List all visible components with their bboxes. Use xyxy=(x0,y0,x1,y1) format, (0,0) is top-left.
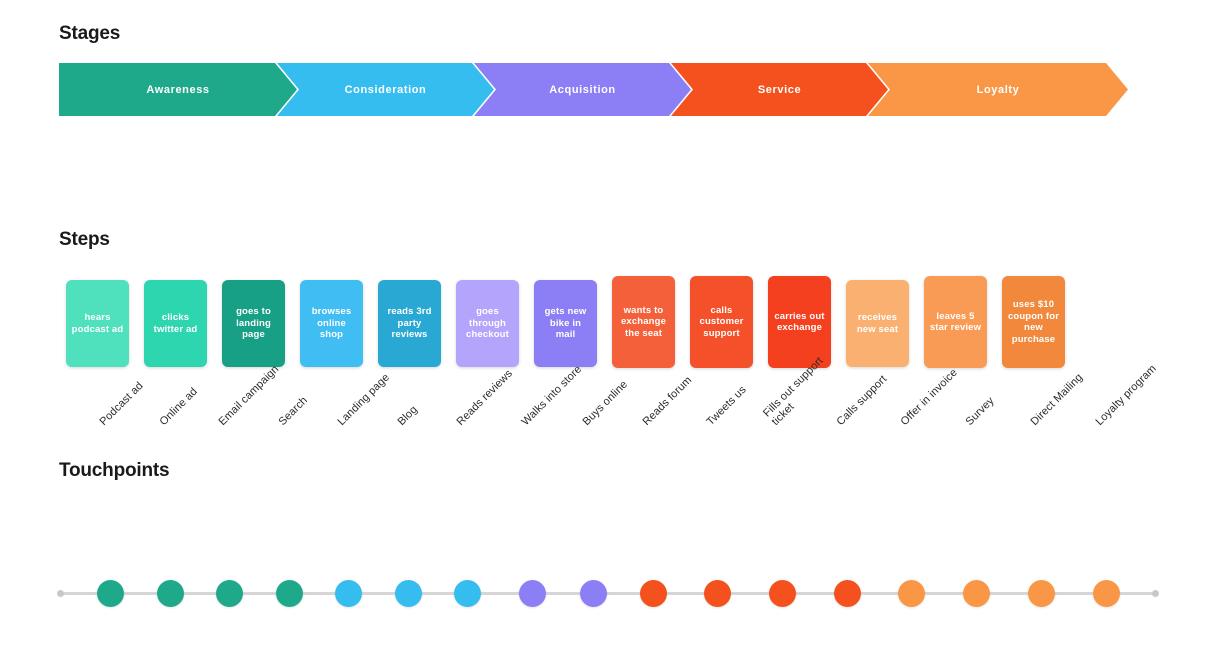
stage-label: Consideration xyxy=(344,83,427,96)
touchpoint-label: Podcast ad xyxy=(97,379,146,428)
step-card[interactable]: receives new seat xyxy=(846,280,909,367)
step-label: carries out exchange xyxy=(774,310,825,334)
touchpoint-dot[interactable] xyxy=(897,580,925,607)
touchpoint-dot[interactable] xyxy=(579,580,607,607)
step-label: browses online shop xyxy=(311,306,352,341)
touchpoint-dot[interactable] xyxy=(96,580,124,607)
touchpoint-label: Online ad xyxy=(157,385,200,428)
touchpoint-dot[interactable] xyxy=(1092,580,1120,607)
touchpoint-dot[interactable] xyxy=(518,580,546,607)
touchpoint-label: Calls support xyxy=(834,373,890,428)
touchpoints-section-title: Touchpoints xyxy=(59,460,170,481)
steps-row: hears podcast ad clicks twitter ad goes to… xyxy=(66,276,1136,371)
step-label: gets new bike in mail xyxy=(544,306,587,341)
touchpoint-dot[interactable] xyxy=(703,580,731,607)
touchpoint-label: Direct Mailing xyxy=(1028,371,1086,428)
step-label: goes to landing page xyxy=(236,306,271,341)
touchpoint-dot[interactable] xyxy=(639,580,667,607)
stage-acquisition[interactable]: Acquisition xyxy=(474,63,691,116)
touchpoint-label: Tweets us xyxy=(704,383,749,428)
step-label: wants to exchange the seat xyxy=(620,304,667,339)
touchpoint-dot[interactable] xyxy=(962,580,990,607)
step-label: clicks twitter ad xyxy=(153,312,198,335)
step-card[interactable]: goes to landing page xyxy=(222,280,285,367)
step-card[interactable]: reads 3rd party reviews xyxy=(378,280,441,367)
touchpoints-baseline xyxy=(59,592,1155,595)
touchpoint-label: Survey xyxy=(963,394,997,428)
step-label: receives new seat xyxy=(856,312,899,335)
timeline-start-cap xyxy=(57,590,64,597)
touchpoint-dot[interactable] xyxy=(275,580,303,607)
touchpoint-label: Reads reviews xyxy=(454,367,515,428)
touchpoint-dot[interactable] xyxy=(394,580,422,607)
step-label: uses $10 coupon for new purchase xyxy=(1007,299,1060,345)
touchpoint-dot[interactable] xyxy=(334,580,362,607)
stage-label: Awareness xyxy=(146,83,210,96)
touchpoint-label: Blog xyxy=(395,403,420,428)
stage-label: Service xyxy=(757,83,802,96)
touchpoint-dot[interactable] xyxy=(768,580,796,607)
step-card[interactable]: clicks twitter ad xyxy=(144,280,207,367)
stage-label: Acquisition xyxy=(549,83,616,96)
step-card[interactable]: wants to exchange the seat xyxy=(612,276,675,368)
touchpoint-dot[interactable] xyxy=(1027,580,1055,607)
step-card[interactable]: uses $10 coupon for new purchase xyxy=(1002,276,1065,368)
stages-section-title: Stages xyxy=(59,23,121,44)
touchpoint-label: Loyalty program xyxy=(1093,362,1159,428)
stage-label: Loyalty xyxy=(976,83,1020,96)
touchpoint-dot[interactable] xyxy=(215,580,243,607)
touchpoint-dot[interactable] xyxy=(833,580,861,607)
stages-row: Awareness Consideration Acquisition Service… xyxy=(59,63,1129,116)
touchpoint-label: Offer in invoice xyxy=(898,366,960,428)
touchpoint-label: Walks into store xyxy=(519,363,585,428)
touchpoint-label: Buys online xyxy=(580,378,631,428)
stage-service[interactable]: Service xyxy=(671,63,888,116)
step-label: hears podcast ad xyxy=(71,312,124,335)
step-card[interactable]: gets new bike in mail xyxy=(534,280,597,367)
step-card[interactable]: hears podcast ad xyxy=(66,280,129,367)
touchpoint-dot[interactable] xyxy=(453,580,481,607)
step-label: reads 3rd party reviews xyxy=(387,306,432,341)
stage-consideration[interactable]: Consideration xyxy=(277,63,494,116)
step-card[interactable]: carries out exchange xyxy=(768,276,831,368)
stage-awareness[interactable]: Awareness xyxy=(59,63,297,116)
step-card[interactable]: leaves 5 star review xyxy=(924,276,987,368)
step-card[interactable]: goes through checkout xyxy=(456,280,519,367)
step-label: goes through checkout xyxy=(466,306,509,341)
steps-section-title: Steps xyxy=(59,229,110,250)
timeline-end-cap xyxy=(1152,590,1159,597)
touchpoint-label: Reads forum xyxy=(640,374,695,428)
stage-loyalty[interactable]: Loyalty xyxy=(868,63,1128,116)
step-card[interactable]: calls customer support xyxy=(690,276,753,368)
touchpoint-label: Landing page xyxy=(335,371,393,428)
step-label: calls customer support xyxy=(699,304,744,339)
step-card[interactable]: browses online shop xyxy=(300,280,363,367)
step-label: leaves 5 star review xyxy=(929,310,982,334)
touchpoint-label: Search xyxy=(276,394,311,428)
touchpoint-dot[interactable] xyxy=(156,580,184,607)
touchpoint-label: Email campaign xyxy=(216,363,282,428)
